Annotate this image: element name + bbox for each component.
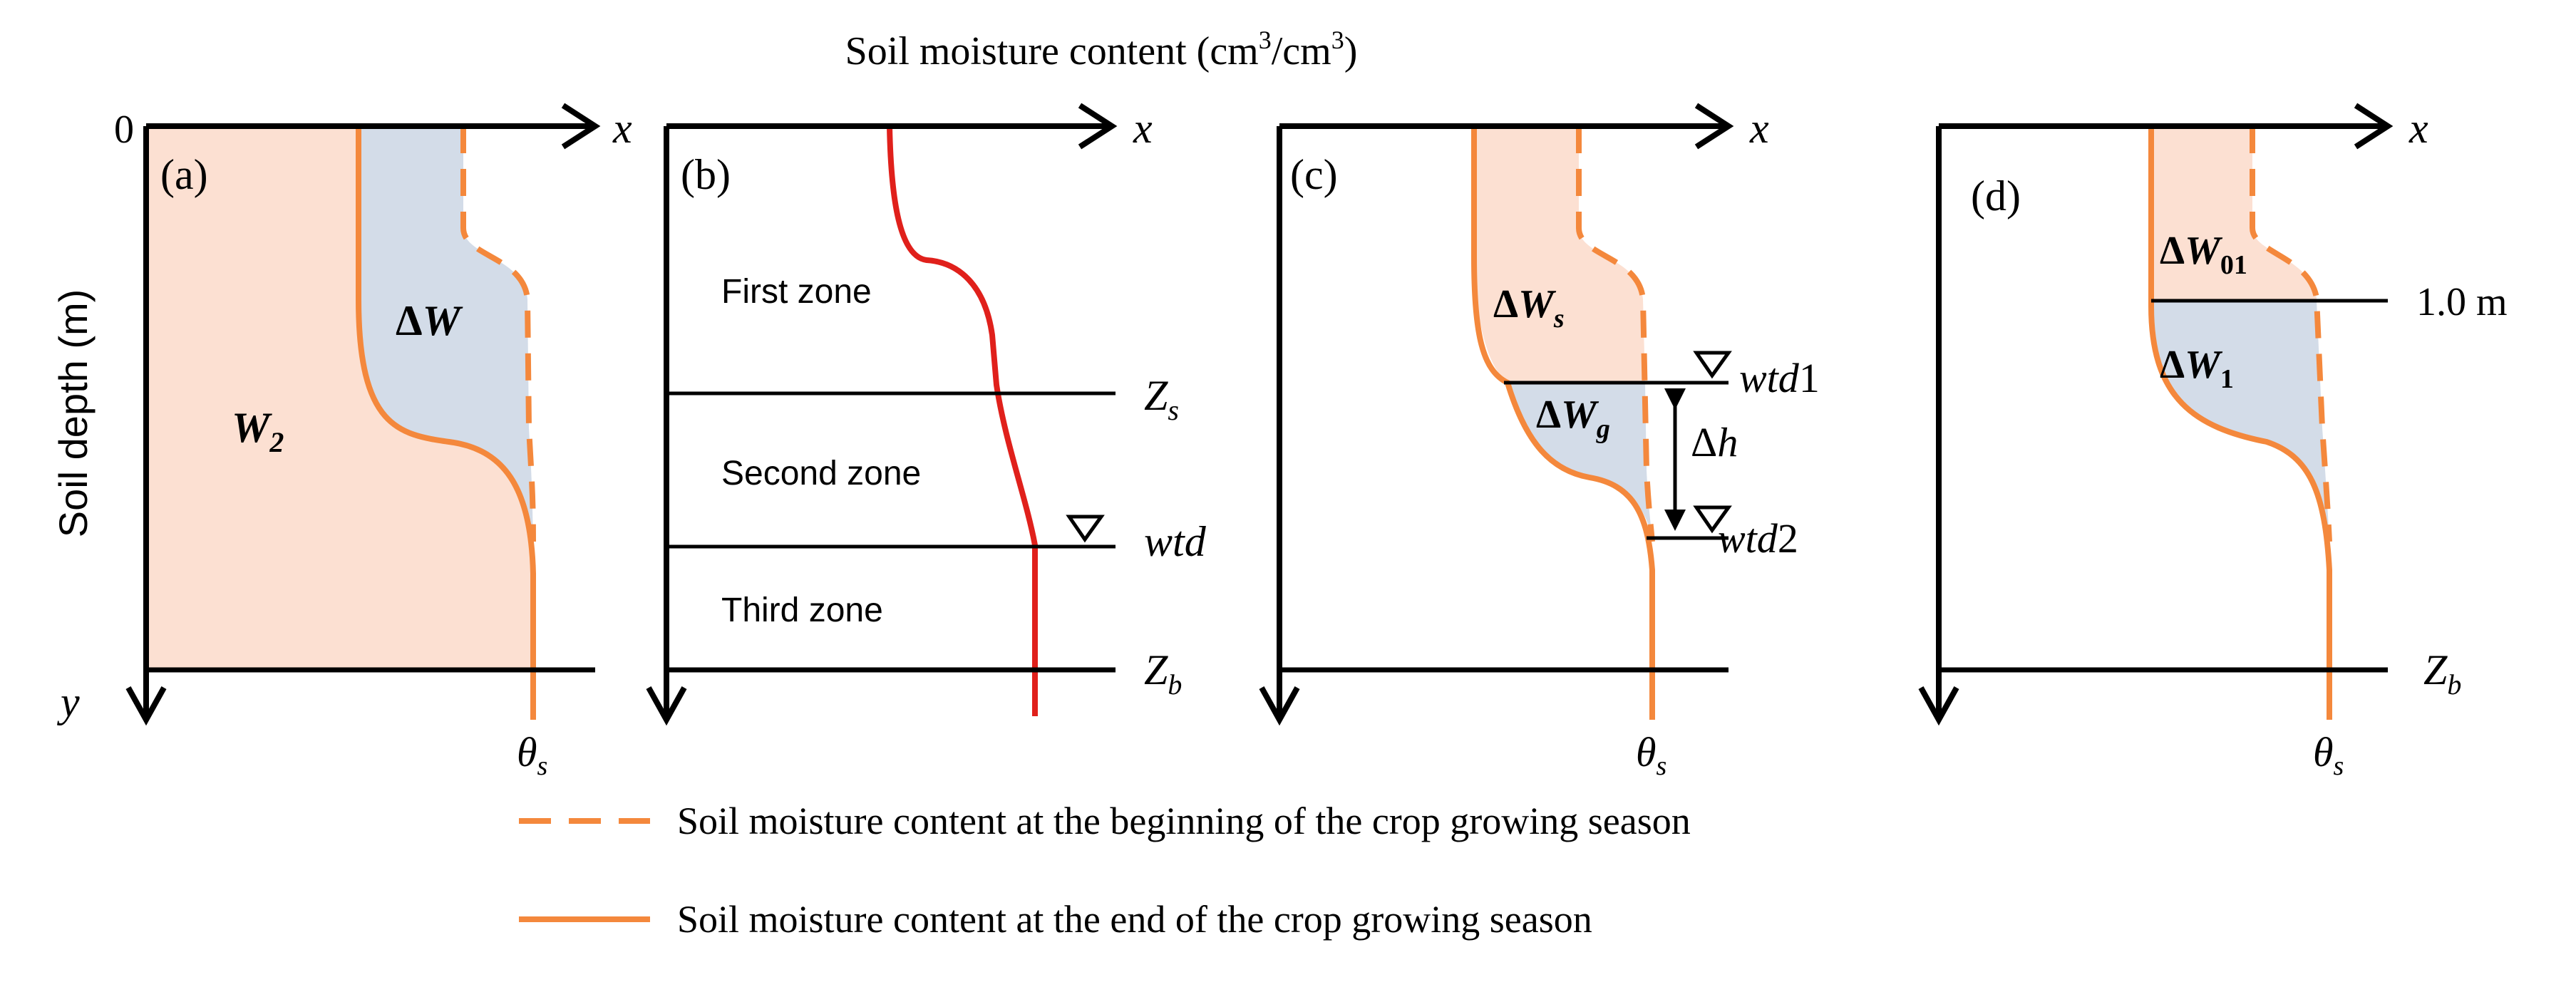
zs-label: Zs	[1144, 372, 1179, 426]
panel-b: x (b) First zone Second zone Third zone …	[646, 103, 1207, 726]
legend: Soil moisture content at the beginning o…	[519, 800, 1691, 941]
delta-ws-region	[1474, 126, 1645, 383]
water-table-symbol-c1	[1693, 351, 1732, 379]
delta-w-label-a: ΔW	[396, 297, 463, 344]
wtd-label-b: wtd	[1144, 518, 1207, 565]
delta-w1-region	[2151, 301, 2329, 542]
origin-label: 0	[114, 108, 134, 152]
wtd1-label: wtd1	[1739, 355, 1820, 401]
panel-tag-c: (c)	[1290, 151, 1338, 198]
legend-solid-label: Soil moisture content at the end of the …	[677, 898, 1592, 941]
third-zone-label: Third zone	[721, 591, 883, 629]
panel-c: x (c) ΔWs ΔWg wtd1 Δh wtd2 θs	[1259, 103, 1820, 781]
delta-ws-label: ΔWs	[1493, 282, 1565, 334]
theta-s-label-c: θs	[1636, 729, 1666, 781]
panel-tag-d: (d)	[1971, 172, 2021, 219]
legend-dashed-label: Soil moisture content at the beginning o…	[677, 800, 1691, 842]
delta-wg-region	[1508, 383, 1652, 538]
begin-season-curve-a	[460, 126, 536, 542]
x-label-b: x	[1133, 105, 1153, 152]
top-axis-title: Soil moisture content (cm3/cm3)	[845, 26, 1358, 73]
w2-label: W2	[232, 404, 284, 458]
y-axis-arrow-b	[646, 686, 687, 726]
panel-d: x (d) ΔW01 ΔW1 1.0 m Zb θs	[1918, 103, 2508, 781]
delta-w01-label: ΔW01	[2160, 229, 2247, 280]
delta-w-region-a	[359, 126, 533, 574]
depth-1m-label: 1.0 m	[2416, 280, 2508, 324]
x-label-d: x	[2408, 105, 2428, 152]
theta-s-label-a: θs	[517, 729, 547, 781]
x-label-a: x	[612, 105, 632, 152]
y-label: y	[56, 678, 80, 725]
wtd2-label: wtd2	[1718, 515, 1798, 562]
begin-season-curve-d	[2250, 126, 2332, 542]
first-zone-label: First zone	[721, 273, 872, 311]
x-axis-arrow-a	[561, 103, 601, 150]
x-label-c: x	[1749, 105, 1769, 152]
y-axis-arrow-a	[125, 686, 167, 726]
panel-tag-b: (b)	[681, 151, 731, 198]
w2-region	[146, 126, 533, 670]
x-axis-arrow-b	[1078, 103, 1118, 150]
delta-w01-region	[2151, 126, 2317, 301]
y-axis-title: Soil depth (m)	[51, 289, 96, 538]
delta-h-label: Δh	[1691, 419, 1738, 465]
water-table-symbol-c2	[1693, 505, 1732, 534]
panel-tag-a: (a)	[160, 151, 208, 198]
end-season-curve-c	[1471, 126, 1655, 720]
x-axis-arrow-c	[1694, 103, 1734, 150]
y-axis-arrow-c	[1259, 686, 1300, 726]
zb-label-b: Zb	[1144, 646, 1182, 701]
end-season-curve-d	[2148, 126, 2332, 720]
second-zone-label: Second zone	[721, 455, 921, 492]
theta-s-label-d: θs	[2313, 729, 2344, 781]
panel-a: 0 x y (a) W2 ΔW θs	[56, 103, 632, 781]
x-axis-arrow-d	[2354, 103, 2394, 150]
water-table-symbol-b	[1066, 515, 1105, 543]
y-axis-arrow-d	[1918, 686, 1959, 726]
delta-wg-label: ΔWg	[1536, 393, 1610, 444]
end-season-curve-a	[356, 126, 536, 720]
zb-label-d: Zb	[2423, 646, 2461, 701]
delta-w1-label: ΔW1	[2160, 343, 2234, 394]
red-profile-curve	[887, 125, 1038, 716]
